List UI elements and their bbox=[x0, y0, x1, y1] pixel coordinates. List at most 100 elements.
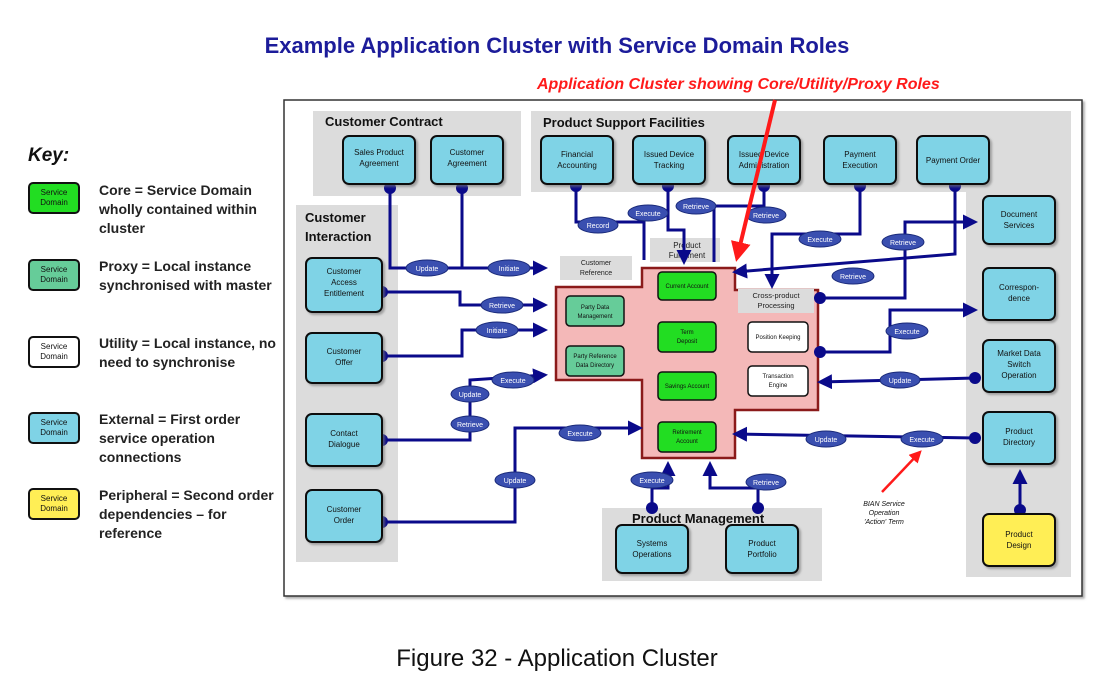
transaction-engine-box bbox=[747, 365, 809, 397]
action-update: Update bbox=[815, 437, 838, 444]
financial-accounting-label-1: Financial bbox=[561, 150, 593, 159]
retirement-account-box bbox=[657, 421, 717, 453]
cross-product-bg bbox=[738, 289, 814, 313]
group-customer-interaction-label-2: Interaction bbox=[305, 229, 372, 244]
document-services-box bbox=[982, 195, 1056, 245]
action-retrieve: Retrieve bbox=[457, 422, 483, 429]
retirement-account-label-2: Account bbox=[676, 439, 698, 445]
issued-device-administration-label-2: Administration bbox=[739, 161, 790, 170]
key-external-text: External = First order service operation… bbox=[99, 411, 241, 465]
product-fulfillment-label-2: Fulfillment bbox=[669, 251, 706, 260]
term-deposit-label-2: Deposit bbox=[677, 339, 698, 345]
customer-reference-label-2: Reference bbox=[580, 270, 612, 277]
customer-order-box bbox=[305, 489, 383, 543]
action-retrieve: Retrieve bbox=[753, 213, 779, 220]
customer-agreement-label-1: Customer bbox=[450, 148, 485, 157]
product-portfolio-label-1: Product bbox=[748, 539, 776, 548]
customer-agreement-box bbox=[430, 135, 504, 185]
customer-agreement-label-2: Agreement bbox=[447, 159, 487, 168]
sales-product-agreement-box bbox=[342, 135, 416, 185]
market-data-label-3: Operation bbox=[1001, 371, 1036, 380]
position-keeping-label: Position Keeping bbox=[755, 335, 800, 341]
cross-product-label-2: Processing bbox=[757, 301, 794, 310]
current-account-box bbox=[657, 271, 717, 301]
action-execute: Execute bbox=[639, 478, 664, 485]
customer-access-entitlement-box bbox=[305, 257, 383, 313]
party-reference-box bbox=[565, 345, 625, 377]
transaction-engine-label-1: Transaction bbox=[762, 374, 793, 380]
customer-order-label-1: Customer bbox=[327, 505, 362, 514]
key-core-text: Core = Service Domain wholly contained w… bbox=[99, 182, 257, 236]
key-core-swatch: Service Domain bbox=[28, 182, 80, 214]
correspondence-label-1: Correspon- bbox=[999, 283, 1039, 292]
correspondence-label-2: dence bbox=[1008, 294, 1030, 303]
key-utility-text: Utility = Local instance, no need to syn… bbox=[99, 335, 276, 370]
key-heading: Key: bbox=[28, 145, 70, 166]
retirement-account-label-1: Retirement bbox=[672, 430, 702, 436]
party-reference-label-1: Party Reference bbox=[573, 354, 617, 360]
market-data-box bbox=[982, 339, 1056, 393]
figure-caption: Figure 32 - Application Cluster bbox=[396, 645, 718, 672]
product-directory-label-2: Directory bbox=[1003, 438, 1035, 447]
payment-order-label: Payment Order bbox=[926, 156, 981, 165]
customer-offer-label-2: Offer bbox=[335, 358, 353, 367]
issued-device-administration-label-1: Issued Device bbox=[739, 150, 790, 159]
transaction-engine-label-2: Engine bbox=[769, 383, 788, 389]
action-retrieve: Retrieve bbox=[683, 204, 709, 211]
product-design-label-2: Design bbox=[1007, 541, 1032, 550]
bian-note: BIAN Service Operation 'Action' Term bbox=[863, 501, 905, 526]
annotation-label: Application Cluster showing Core/Utility… bbox=[537, 76, 940, 93]
product-directory-box bbox=[982, 411, 1056, 465]
page-title: Example Application Cluster with Service… bbox=[264, 33, 850, 58]
action-execute: Execute bbox=[500, 378, 525, 385]
group-product-management-label: Product Management bbox=[632, 511, 765, 526]
key-utility-swatch: Service Domain bbox=[28, 336, 80, 368]
customer-order-label-2: Order bbox=[334, 516, 355, 525]
action-update: Update bbox=[459, 392, 482, 399]
group-product-support-label: Product Support Facilities bbox=[543, 115, 705, 130]
customer-offer-box bbox=[305, 332, 383, 384]
action-retrieve: Retrieve bbox=[890, 240, 916, 247]
action-update: Update bbox=[889, 378, 912, 385]
group-customer-contract-label: Customer Contract bbox=[325, 114, 443, 129]
product-portfolio-box bbox=[725, 524, 799, 574]
term-deposit-box bbox=[657, 321, 717, 353]
customer-reference-bg bbox=[560, 256, 632, 280]
correspondence-box bbox=[982, 267, 1056, 321]
systems-operations-label-1: Systems bbox=[637, 539, 668, 548]
key-proxy-text: Proxy = Local instance synchronised with… bbox=[99, 258, 272, 293]
party-data-label-2: Management bbox=[577, 314, 612, 320]
sales-product-agreement-label-1: Sales Product bbox=[354, 148, 405, 157]
financial-accounting-label-2: Accounting bbox=[557, 161, 597, 170]
contact-dialogue-label-2: Dialogue bbox=[328, 440, 360, 449]
payment-execution-label-1: Payment bbox=[844, 150, 876, 159]
product-fulfillment-label-1: Product bbox=[673, 241, 701, 250]
action-retrieve: Retrieve bbox=[840, 274, 866, 281]
payment-execution-label-2: Execution bbox=[842, 161, 877, 170]
savings-account-label: Savings Account bbox=[665, 384, 710, 390]
customer-access-label-2: Access bbox=[331, 278, 357, 287]
product-portfolio-label-2: Portfolio bbox=[747, 550, 777, 559]
document-services-label-1: Document bbox=[1001, 210, 1038, 219]
action-execute: Execute bbox=[894, 329, 919, 336]
market-data-label-1: Market Data bbox=[997, 349, 1041, 358]
savings-account-box bbox=[657, 371, 717, 401]
document-services-label-2: Services bbox=[1004, 221, 1035, 230]
issued-device-tracking-label-1: Issued Device bbox=[644, 150, 695, 159]
product-directory-label-1: Product bbox=[1005, 427, 1033, 436]
product-design-label-1: Product bbox=[1005, 530, 1033, 539]
action-record: Record bbox=[587, 223, 610, 230]
party-reference-label-2: Data Directory bbox=[576, 363, 614, 369]
position-keeping-box bbox=[747, 321, 809, 353]
cross-product-label-1: Cross-product bbox=[752, 291, 800, 300]
customer-offer-label-1: Customer bbox=[327, 347, 362, 356]
contact-dialogue-box bbox=[305, 413, 383, 467]
market-data-label-2: Switch bbox=[1007, 360, 1031, 369]
action-execute: Execute bbox=[909, 437, 934, 444]
group-customer-interaction-label-1: Customer bbox=[305, 210, 366, 225]
issued-device-administration-box bbox=[727, 135, 801, 185]
action-ovals: Update Initiate Retrieve Initiate Execut… bbox=[405, 197, 944, 491]
